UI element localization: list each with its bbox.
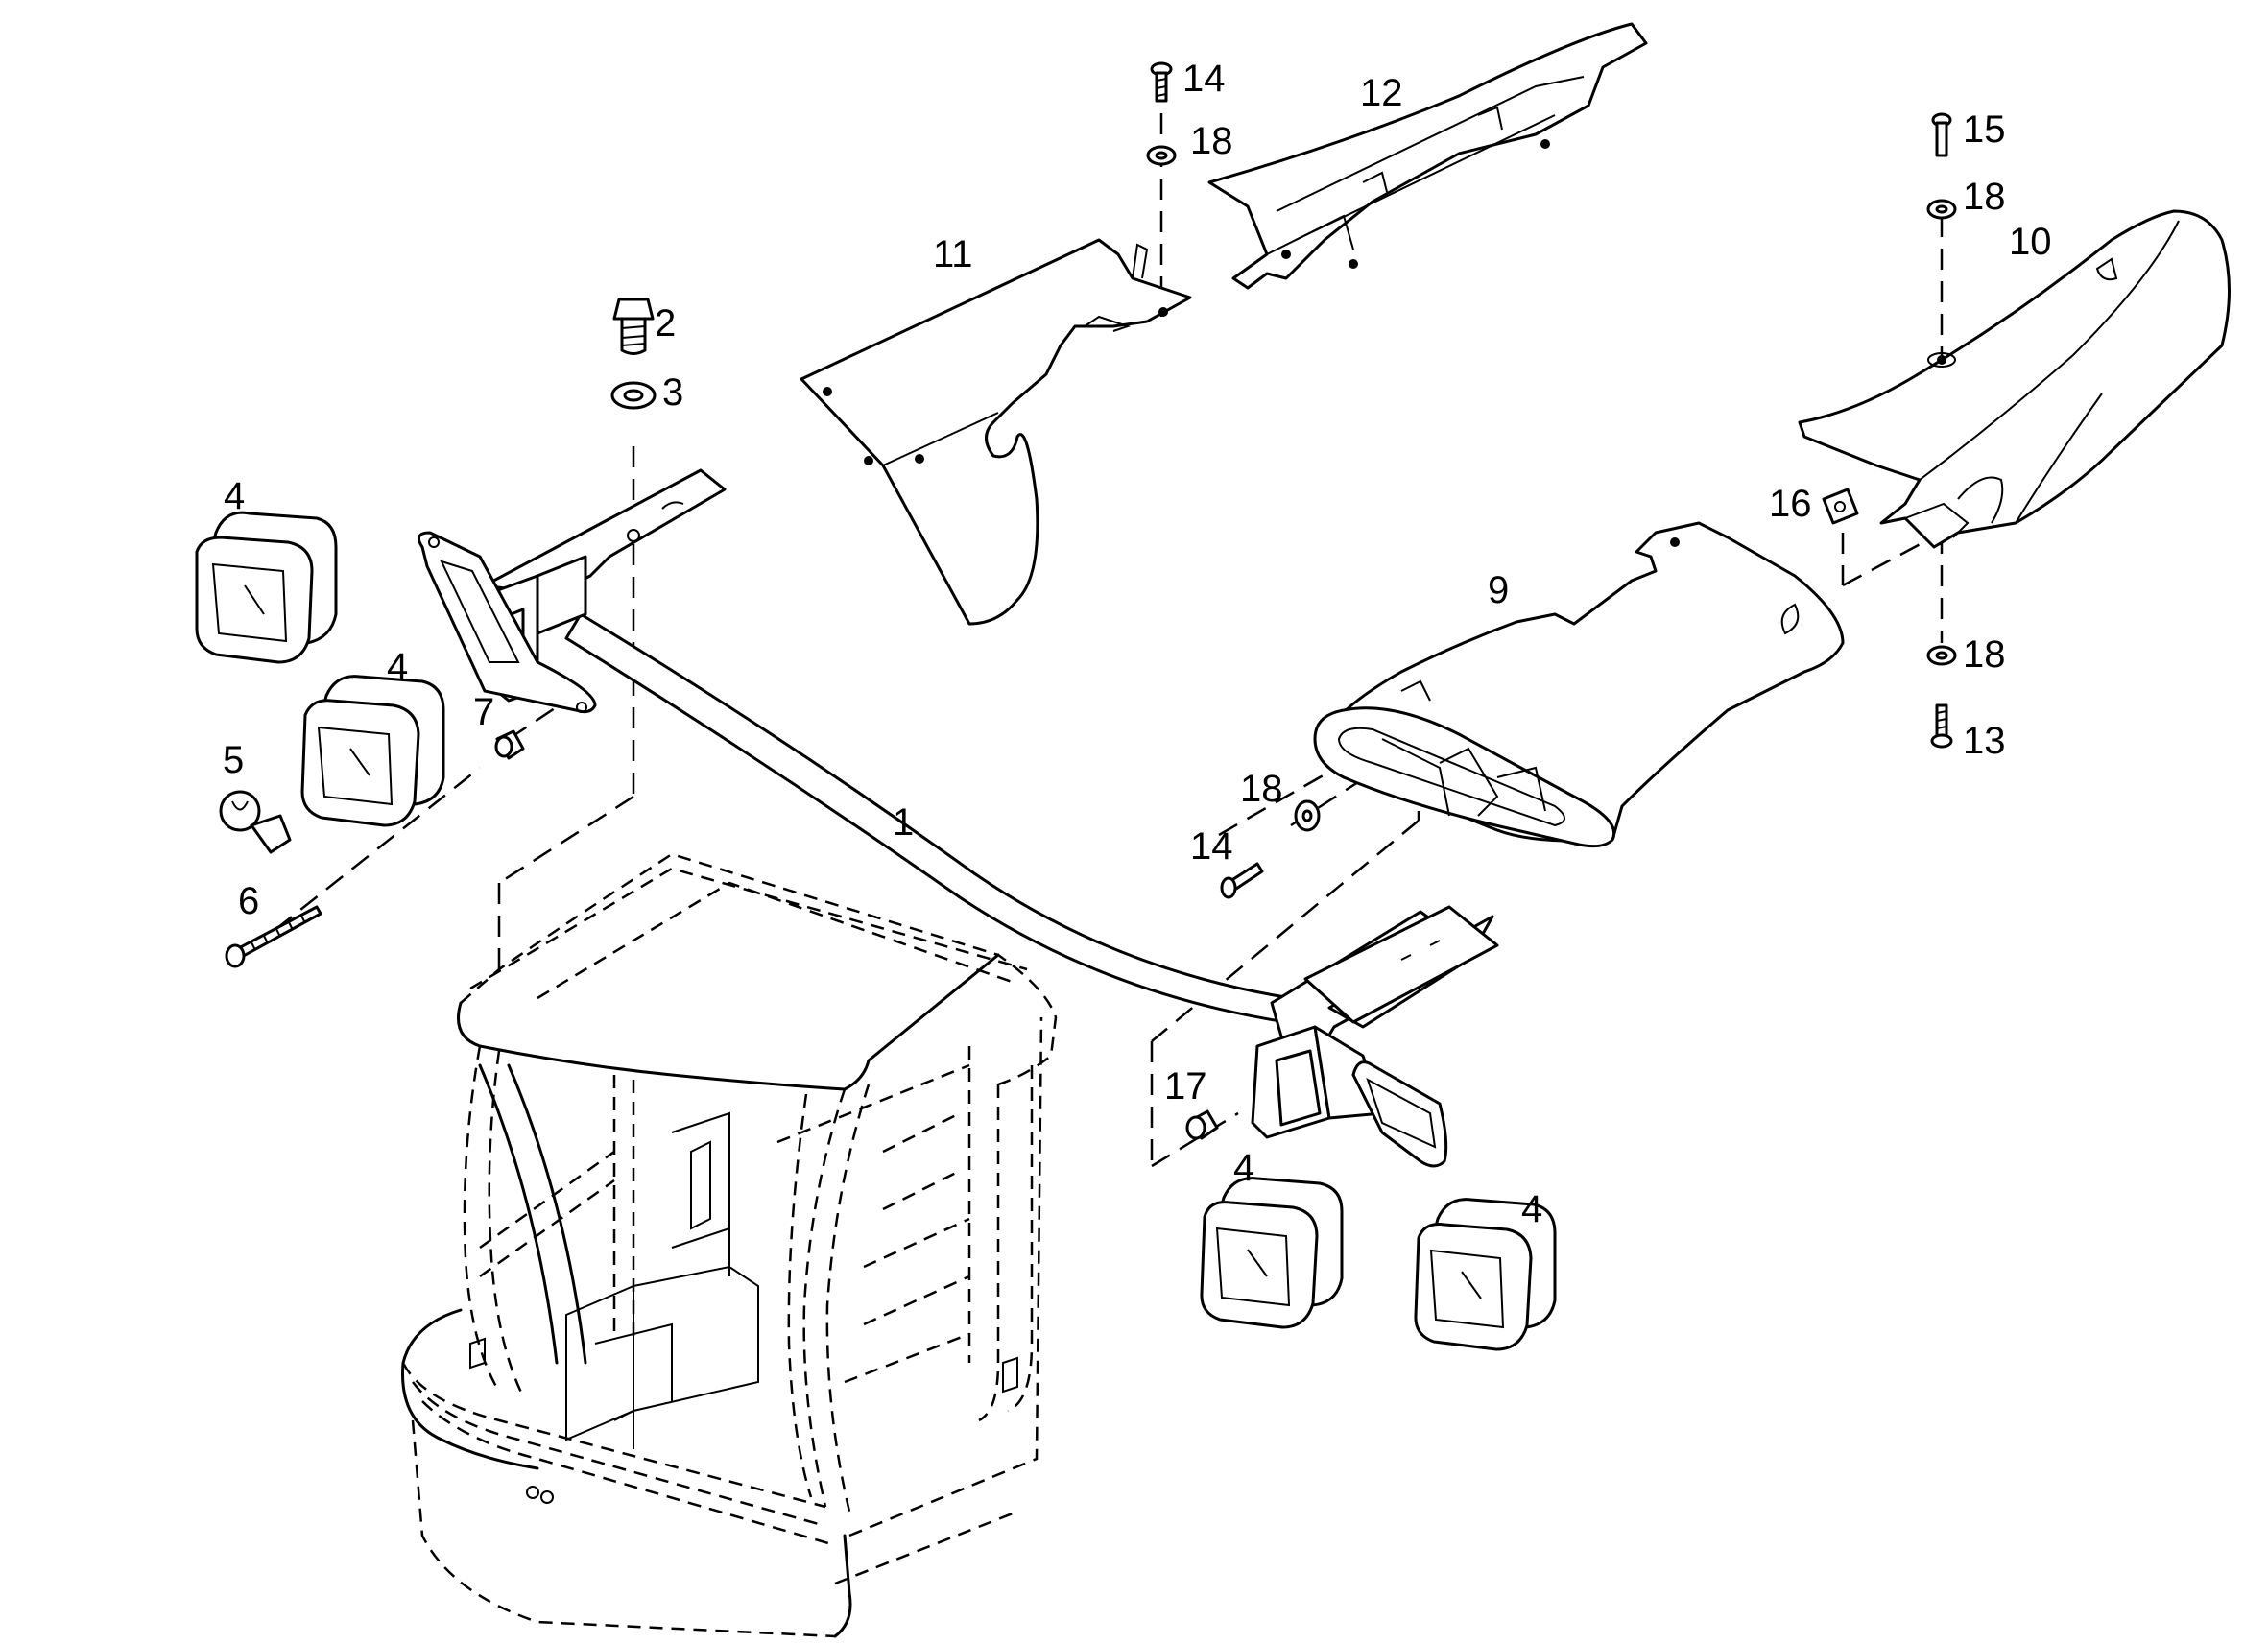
callout-16: 16 <box>1769 483 1812 525</box>
callout-11: 11 <box>933 233 973 275</box>
work-lamp-1 <box>195 511 338 664</box>
callout-10: 10 <box>2009 221 2052 263</box>
clip-16 <box>1822 488 1859 525</box>
washer-18-top <box>1146 145 1177 166</box>
callout-18-top: 18 <box>1190 120 1233 162</box>
bolt-14-middle <box>1220 862 1264 899</box>
long-screw <box>225 905 322 968</box>
lamp-bulb <box>219 790 292 854</box>
bolt-15 <box>1931 112 1952 157</box>
callout-18-right-top: 18 <box>1963 176 2006 218</box>
nut-17 <box>1185 1109 1219 1140</box>
callout-6: 6 <box>238 880 259 922</box>
callout-5: 5 <box>223 739 244 781</box>
washer-18-middle <box>1294 799 1321 832</box>
callout-14-top: 14 <box>1182 58 1226 100</box>
callout-1: 1 <box>893 801 914 844</box>
bolt-13 <box>1930 703 1953 749</box>
light-bar-beam <box>417 468 1499 1168</box>
callout-2: 2 <box>655 302 676 345</box>
callout-4-right-right: 4 <box>1521 1188 1542 1230</box>
work-lamp-3 <box>1200 1177 1344 1329</box>
callout-7: 7 <box>473 691 494 733</box>
callout-4-left-bottom: 4 <box>387 646 408 688</box>
callout-13: 13 <box>1963 720 2006 762</box>
callout-labels: 1 2 3 4 4 4 4 5 6 7 9 10 11 12 13 14 14 … <box>223 58 2052 1230</box>
callout-4-right-left: 4 <box>1233 1147 1254 1189</box>
callout-3: 3 <box>662 371 683 414</box>
washer-18-right-bottom <box>1926 645 1957 666</box>
callout-18-right-bottom: 18 <box>1963 633 2006 676</box>
callout-17: 17 <box>1164 1065 1207 1108</box>
callout-9: 9 <box>1488 569 1509 611</box>
callout-4-left-top: 4 <box>224 475 245 517</box>
bolt-14-top <box>1150 61 1173 103</box>
cover-panel-12 <box>1207 22 1648 290</box>
callout-12: 12 <box>1360 72 1403 114</box>
work-lamp-2 <box>300 675 445 827</box>
callout-18-middle: 18 <box>1240 768 1283 810</box>
washer-3 <box>610 381 657 410</box>
callout-15: 15 <box>1963 108 2006 151</box>
operator-cab-outline <box>401 852 1058 1638</box>
bolt-2 <box>612 298 655 355</box>
washer-18-right-top <box>1926 199 1957 220</box>
work-lamp-4 <box>1414 1198 1557 1351</box>
cover-panel-11 <box>800 238 1192 626</box>
callout-14-middle: 14 <box>1190 825 1233 868</box>
cover-panel-10 <box>1798 209 2231 549</box>
housing-9 <box>1313 521 1845 848</box>
nut-7 <box>494 729 525 760</box>
